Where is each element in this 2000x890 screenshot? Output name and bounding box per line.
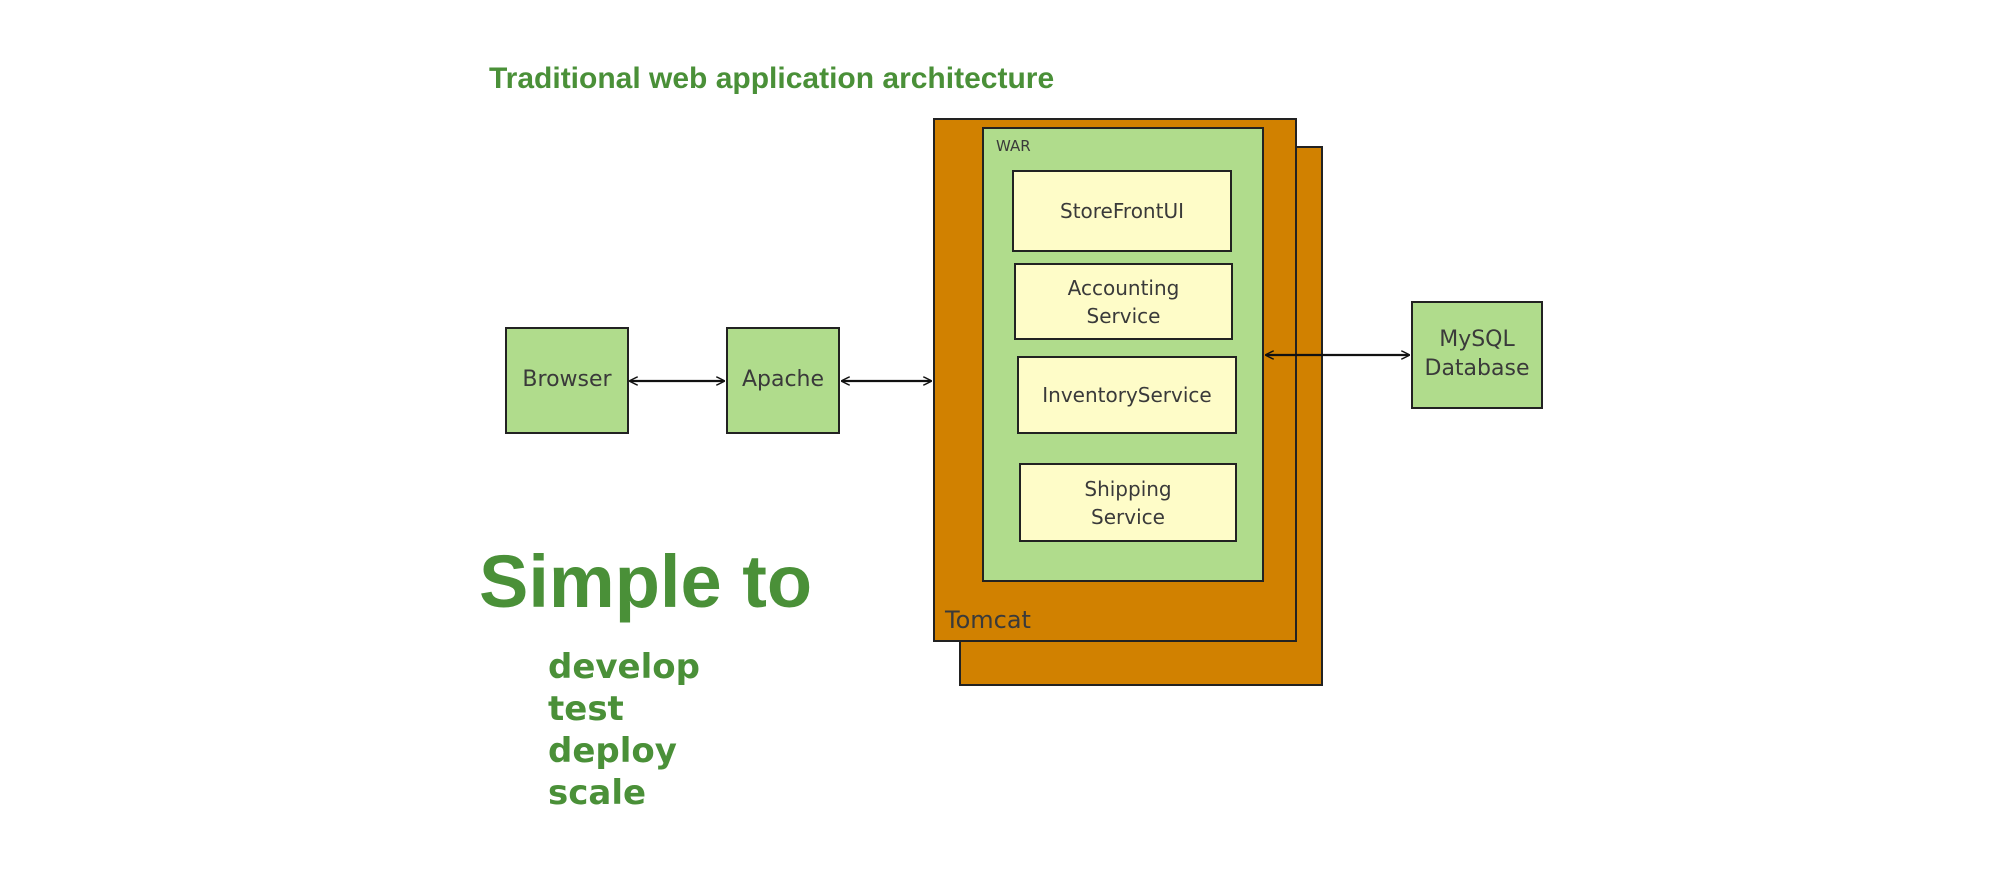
inventory-service-box: InventoryService [1017, 356, 1237, 434]
benefits-list: develop test deploy scale [548, 646, 700, 814]
tomcat-label: Tomcat [945, 606, 1031, 634]
storefront-ui-label: StoreFrontUI [1060, 199, 1184, 223]
accounting-service-label: Accounting Service [1067, 275, 1180, 328]
benefit-item: scale [548, 773, 647, 813]
war-label: WAR [996, 137, 1031, 155]
simple-to-heading: Simple to [479, 540, 813, 623]
benefit-item: test [548, 689, 624, 729]
inventory-service-label: InventoryService [1042, 383, 1212, 407]
benefit-item: deploy [548, 731, 677, 771]
benefit-item: develop [548, 647, 700, 687]
mysql-database-box: MySQL Database [1411, 301, 1543, 409]
accounting-service-box: Accounting Service [1014, 263, 1233, 340]
apache-box: Apache [726, 327, 840, 434]
browser-box: Browser [505, 327, 629, 434]
shipping-service-box: Shipping Service [1019, 463, 1237, 542]
storefront-ui-box: StoreFrontUI [1012, 170, 1232, 252]
diagram-title: Traditional web application architecture [489, 62, 1055, 95]
apache-label: Apache [741, 367, 825, 393]
shipping-service-label: Shipping Service [1084, 476, 1172, 529]
mysql-database-label: MySQL Database [1424, 327, 1530, 381]
browser-label: Browser [522, 367, 612, 393]
